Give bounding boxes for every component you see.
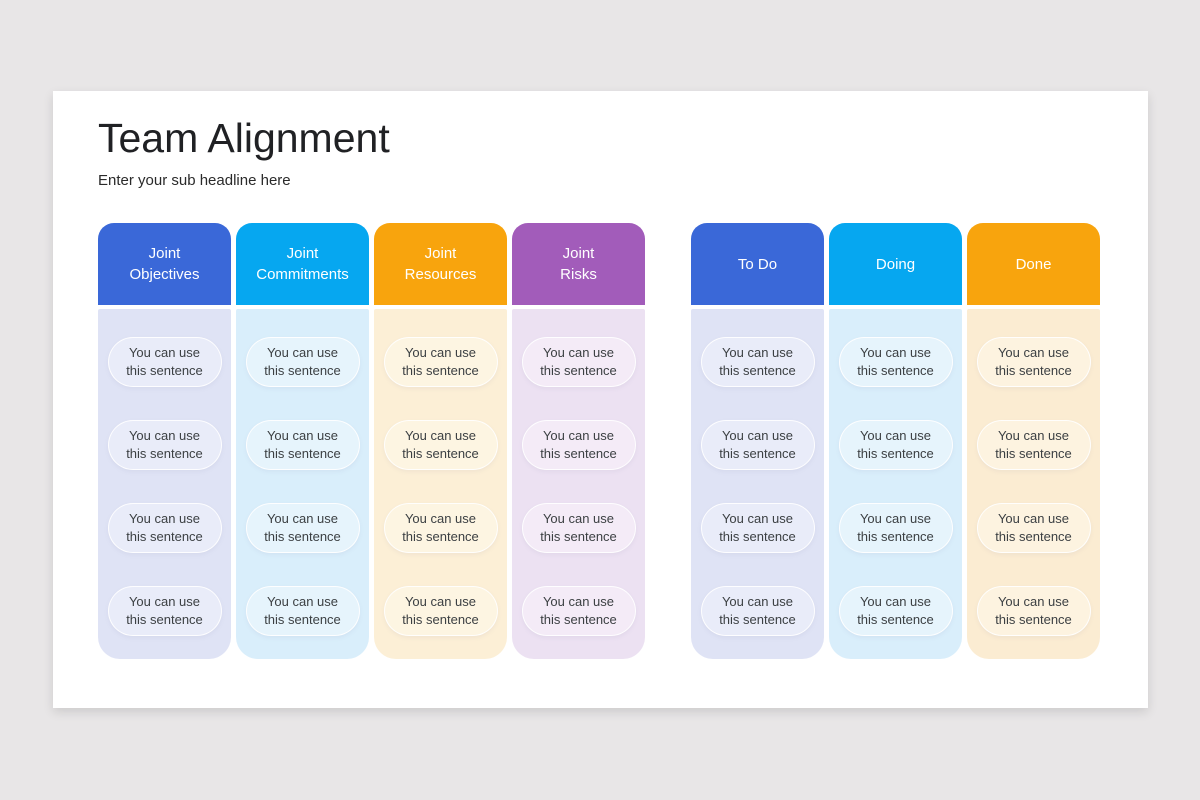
sentence-pill-label: You can use this sentence bbox=[719, 345, 796, 378]
sentence-pill-label: You can use this sentence bbox=[857, 345, 934, 378]
sentence-pill-label: You can use this sentence bbox=[402, 511, 479, 544]
column-header: Doing bbox=[829, 223, 962, 305]
column-body: You can use this sentence You can use th… bbox=[829, 309, 962, 659]
sentence-pill-label: You can use this sentence bbox=[995, 594, 1072, 627]
sentence-pill-label: You can use this sentence bbox=[264, 511, 341, 544]
slide: Team Alignment Enter your sub headline h… bbox=[53, 91, 1148, 708]
column-body: You can use this sentence You can use th… bbox=[512, 309, 645, 659]
sentence-pill: You can use this sentence bbox=[383, 503, 498, 553]
sentence-pill-label: You can use this sentence bbox=[857, 511, 934, 544]
sentence-pill: You can use this sentence bbox=[838, 337, 953, 387]
alignment-group: Joint Objectives You can use this senten… bbox=[98, 223, 645, 659]
sentence-pill-label: You can use this sentence bbox=[857, 594, 934, 627]
sentence-pill-label: You can use this sentence bbox=[540, 511, 617, 544]
column-body: You can use this sentence You can use th… bbox=[691, 309, 824, 659]
sentence-pill: You can use this sentence bbox=[700, 586, 815, 636]
sentence-pill-label: You can use this sentence bbox=[126, 428, 203, 461]
column-joint-objectives: Joint Objectives You can use this senten… bbox=[98, 223, 231, 659]
sentence-pill-label: You can use this sentence bbox=[719, 594, 796, 627]
sentence-pill: You can use this sentence bbox=[976, 586, 1091, 636]
sentence-pill-label: You can use this sentence bbox=[264, 594, 341, 627]
sentence-pill-label: You can use this sentence bbox=[719, 511, 796, 544]
column-header: Done bbox=[967, 223, 1100, 305]
sentence-pill: You can use this sentence bbox=[245, 337, 360, 387]
sentence-pill-label: You can use this sentence bbox=[540, 594, 617, 627]
sentence-pill-label: You can use this sentence bbox=[126, 594, 203, 627]
sentence-pill: You can use this sentence bbox=[107, 503, 222, 553]
column-to-do: To Do You can use this sentence You can … bbox=[691, 223, 824, 659]
sentence-pill: You can use this sentence bbox=[521, 337, 636, 387]
sentence-pill-label: You can use this sentence bbox=[995, 345, 1072, 378]
sentence-pill: You can use this sentence bbox=[521, 586, 636, 636]
column-body: You can use this sentence You can use th… bbox=[236, 309, 369, 659]
column-body: You can use this sentence You can use th… bbox=[374, 309, 507, 659]
sentence-pill-label: You can use this sentence bbox=[126, 511, 203, 544]
sentence-pill: You can use this sentence bbox=[700, 337, 815, 387]
sentence-pill-label: You can use this sentence bbox=[402, 594, 479, 627]
column-header: Joint Risks bbox=[512, 223, 645, 305]
sentence-pill: You can use this sentence bbox=[976, 420, 1091, 470]
sentence-pill: You can use this sentence bbox=[383, 337, 498, 387]
sentence-pill-label: You can use this sentence bbox=[126, 345, 203, 378]
sentence-pill: You can use this sentence bbox=[838, 503, 953, 553]
column-joint-risks: Joint Risks You can use this sentence Yo… bbox=[512, 223, 645, 659]
column-header: To Do bbox=[691, 223, 824, 305]
sentence-pill: You can use this sentence bbox=[383, 586, 498, 636]
sentence-pill-label: You can use this sentence bbox=[264, 345, 341, 378]
sentence-pill: You can use this sentence bbox=[521, 503, 636, 553]
column-joint-resources: Joint Resources You can use this sentenc… bbox=[374, 223, 507, 659]
column-body: You can use this sentence You can use th… bbox=[98, 309, 231, 659]
sentence-pill: You can use this sentence bbox=[245, 586, 360, 636]
kanban-group: To Do You can use this sentence You can … bbox=[691, 223, 1100, 659]
sentence-pill: You can use this sentence bbox=[245, 503, 360, 553]
sentence-pill-label: You can use this sentence bbox=[264, 428, 341, 461]
sentence-pill: You can use this sentence bbox=[383, 420, 498, 470]
sentence-pill: You can use this sentence bbox=[521, 420, 636, 470]
column-header-label: Joint Commitments bbox=[256, 245, 349, 283]
sentence-pill-label: You can use this sentence bbox=[995, 511, 1072, 544]
columns-row: Joint Objectives You can use this senten… bbox=[98, 223, 1100, 659]
column-header: Joint Objectives bbox=[98, 223, 231, 305]
column-header-label: Joint Objectives bbox=[129, 245, 200, 283]
sentence-pill-label: You can use this sentence bbox=[402, 428, 479, 461]
sentence-pill: You can use this sentence bbox=[245, 420, 360, 470]
column-header-label: Done bbox=[1015, 255, 1052, 273]
sentence-pill: You can use this sentence bbox=[107, 420, 222, 470]
column-doing: Doing You can use this sentence You can … bbox=[829, 223, 962, 659]
column-header-label: Joint Resources bbox=[404, 245, 477, 283]
column-body: You can use this sentence You can use th… bbox=[967, 309, 1100, 659]
slide-subtitle: Enter your sub headline here bbox=[98, 172, 291, 189]
sentence-pill: You can use this sentence bbox=[700, 503, 815, 553]
sentence-pill-label: You can use this sentence bbox=[540, 428, 617, 461]
column-header-label: Joint Risks bbox=[560, 245, 597, 283]
column-done: Done You can use this sentence You can u… bbox=[967, 223, 1100, 659]
sentence-pill-label: You can use this sentence bbox=[995, 428, 1072, 461]
sentence-pill: You can use this sentence bbox=[107, 337, 222, 387]
slide-title: Team Alignment bbox=[98, 115, 390, 161]
column-joint-commitments: Joint Commitments You can use this sente… bbox=[236, 223, 369, 659]
sentence-pill-label: You can use this sentence bbox=[857, 428, 934, 461]
column-header: Joint Resources bbox=[374, 223, 507, 305]
sentence-pill-label: You can use this sentence bbox=[540, 345, 617, 378]
sentence-pill: You can use this sentence bbox=[976, 337, 1091, 387]
sentence-pill: You can use this sentence bbox=[838, 586, 953, 636]
column-header-label: Doing bbox=[875, 255, 916, 273]
sentence-pill: You can use this sentence bbox=[838, 420, 953, 470]
column-header: Joint Commitments bbox=[236, 223, 369, 305]
sentence-pill-label: You can use this sentence bbox=[719, 428, 796, 461]
sentence-pill: You can use this sentence bbox=[700, 420, 815, 470]
sentence-pill: You can use this sentence bbox=[976, 503, 1091, 553]
column-header-label: To Do bbox=[737, 255, 778, 273]
sentence-pill-label: You can use this sentence bbox=[402, 345, 479, 378]
sentence-pill: You can use this sentence bbox=[107, 586, 222, 636]
